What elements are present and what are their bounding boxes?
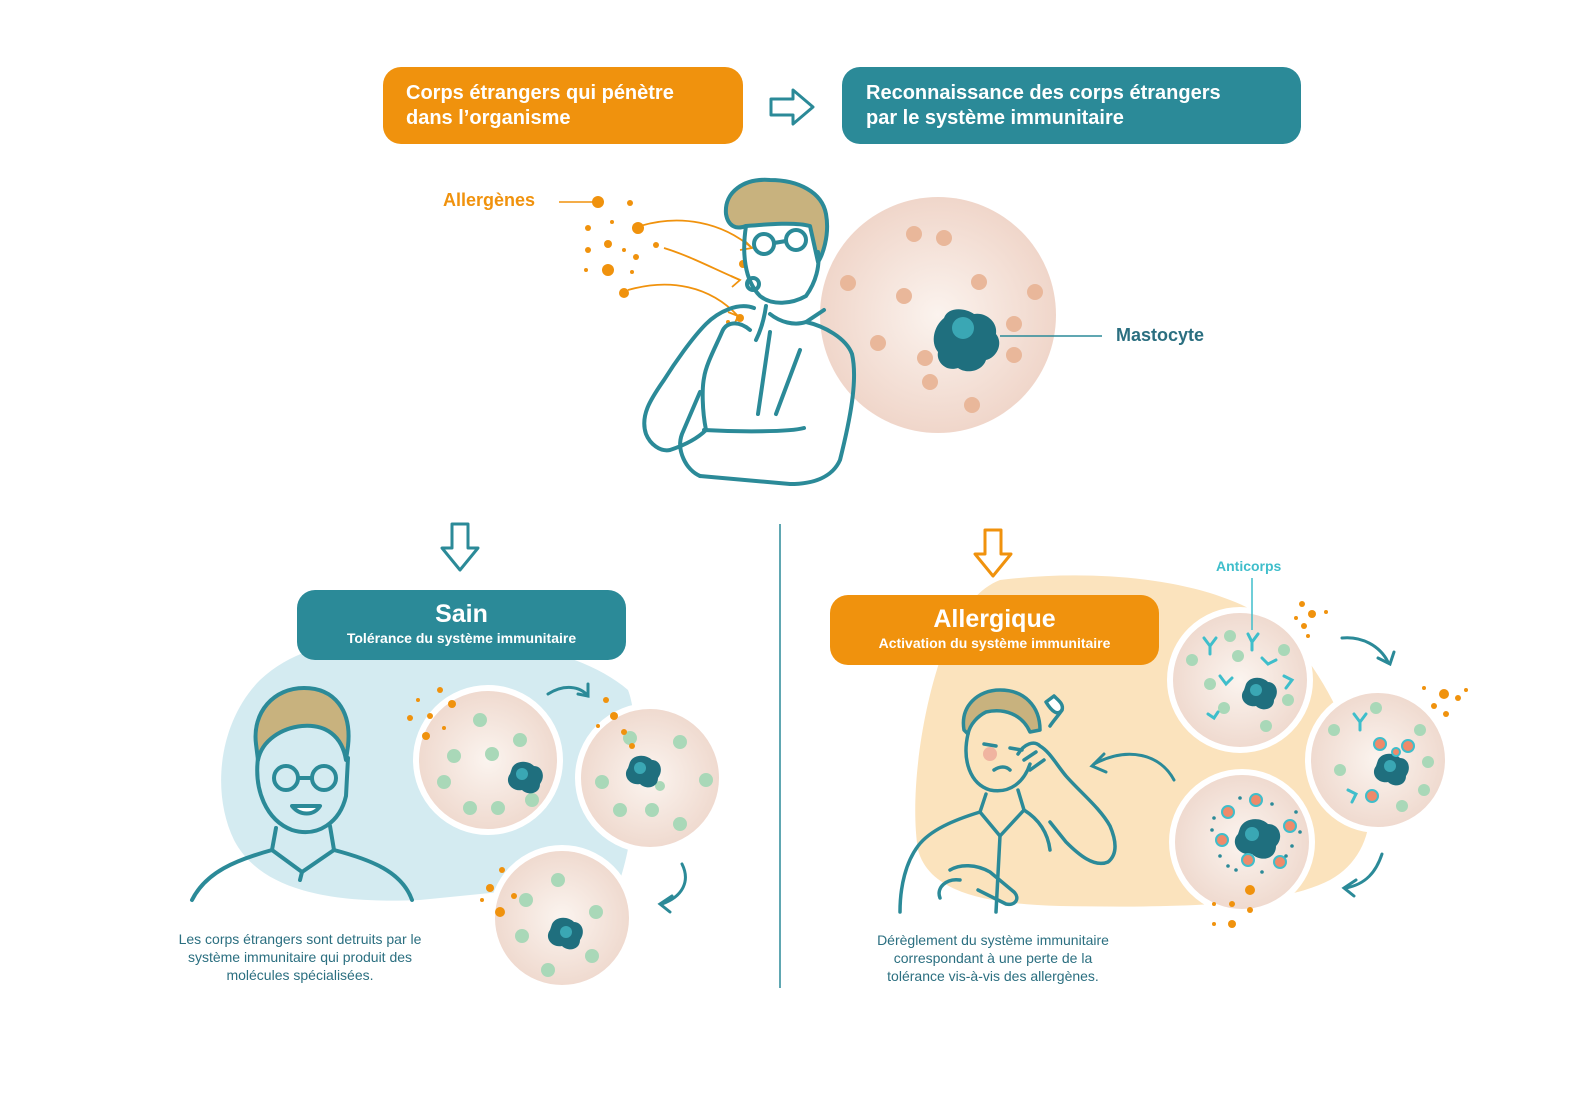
healthy-subtitle: Tolérance du système immunitaire xyxy=(346,630,577,646)
step-foreign-bodies-line2: dans l’organisme xyxy=(406,107,571,129)
allergic-pill: Allergique Activation du système immunit… xyxy=(830,595,1159,665)
healthy-caption-line1: Les corps étrangers sont detruits par le xyxy=(178,931,422,947)
allergens-label: Allergènes xyxy=(443,190,536,210)
allergic-caption-line1: Dérèglement du système immunitaire xyxy=(877,932,1109,948)
curved-arrow-icon xyxy=(546,682,687,914)
arrow-down-icon xyxy=(973,528,1013,578)
step-foreign-bodies-line1: Corps étrangers qui pénètre xyxy=(406,82,674,104)
allergic-cells xyxy=(1167,578,1468,928)
mastocyte-label: Mastocyte xyxy=(1116,325,1205,345)
allergic-caption-line3: tolérance vis-à-vis des allergènes. xyxy=(887,968,1099,984)
person-icon xyxy=(642,177,857,486)
step-recognition-line1: Reconnaissance des corps étrangers xyxy=(866,82,1221,104)
step-recognition-line2: par le système immunitaire xyxy=(866,107,1124,129)
mast-cell-icon xyxy=(933,309,1000,372)
allergen-particles xyxy=(559,196,747,324)
allergic-caption-line2: correspondant à une perte de la xyxy=(893,950,1093,966)
arrow-down-icon xyxy=(440,522,480,572)
healthy-pill: Sain Tolérance du système immunitaire xyxy=(297,590,626,660)
healthy-caption-line2: système immunitaire qui produit des xyxy=(187,949,413,965)
allergic-caption: Dérèglement du système immunitaire corre… xyxy=(833,931,1153,985)
arrow-right-icon xyxy=(769,88,815,126)
curved-arrow-icon xyxy=(1089,636,1396,898)
allergic-title: Allergique xyxy=(933,605,1056,633)
step-foreign-bodies: Corps étrangers qui pénètre dans l’organ… xyxy=(383,67,743,144)
antibodies-label: Anticorps xyxy=(1216,558,1282,574)
step-recognition: Reconnaissance des corps étrangers par l… xyxy=(842,67,1301,144)
big-mast-cell xyxy=(820,197,1102,433)
healthy-title: Sain xyxy=(435,600,488,628)
allergic-subtitle: Activation du système immunitaire xyxy=(878,635,1111,651)
person-icon xyxy=(190,686,414,902)
healthy-caption: Les corps étrangers sont detruits par le… xyxy=(140,930,460,984)
healthy-cells xyxy=(407,685,725,991)
person-icon xyxy=(898,688,1117,914)
healthy-caption-line3: molécules spécialisées. xyxy=(226,967,374,983)
curved-arrow-icon xyxy=(627,219,754,326)
